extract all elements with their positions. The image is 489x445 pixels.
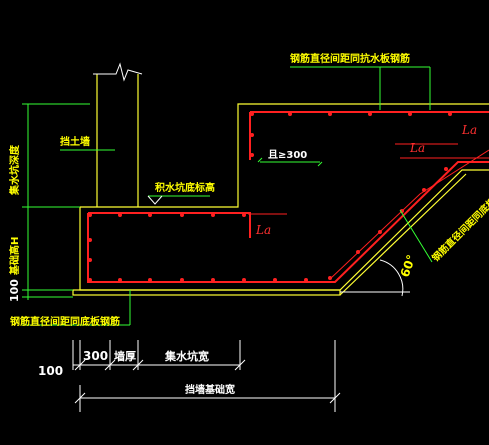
- leaders: [22, 66, 433, 326]
- label-dim-total: 挡墙基础宽: [185, 383, 235, 396]
- label-left-dim-lower: 基础高H: [8, 237, 21, 276]
- wall-break-symbol: [93, 62, 143, 82]
- rebar-dots: [88, 112, 452, 282]
- angle-arc: [379, 259, 404, 297]
- bottom-outline: [79, 169, 489, 291]
- label-angle: 60°: [398, 253, 419, 279]
- middle-rebar-line: [88, 212, 251, 238]
- label-left-dim-100: 100: [8, 279, 21, 302]
- label-pit-bottom-elev: 积水坑底标高: [155, 181, 215, 194]
- top-outline: [80, 103, 489, 208]
- concrete-outline: [72, 62, 489, 296]
- slope-cushion: [339, 173, 467, 296]
- label-dim-wall: 墙厚: [114, 349, 136, 363]
- bottom-rebar-line: [87, 161, 489, 283]
- label-dim-100: 100: [38, 364, 63, 378]
- leader-slope: [399, 209, 433, 263]
- label-top-rebar: 钢筋直径间距同抗水板钢筋: [290, 52, 410, 65]
- label-la-1: La: [461, 123, 477, 137]
- slope-inner-rebar: [329, 149, 489, 280]
- bottom-dimensions: [72, 340, 341, 412]
- label-dim-pit: 集水坑宽: [164, 349, 209, 363]
- label-la-2: La: [409, 141, 425, 155]
- label-bottom-rebar: 钢筋直径间距同底板钢筋: [10, 315, 120, 328]
- cushion-layer: [72, 289, 341, 296]
- label-dim-300: 300: [83, 349, 108, 363]
- elevation-marker: [147, 195, 163, 205]
- rebar-lines: [87, 111, 489, 283]
- label-la-3: La: [255, 223, 271, 237]
- label-retaining-wall: 挡土墙: [60, 135, 90, 148]
- label-ge300: 且≥300: [268, 149, 307, 161]
- label-left-dim-upper: 集水坑深度: [8, 144, 21, 196]
